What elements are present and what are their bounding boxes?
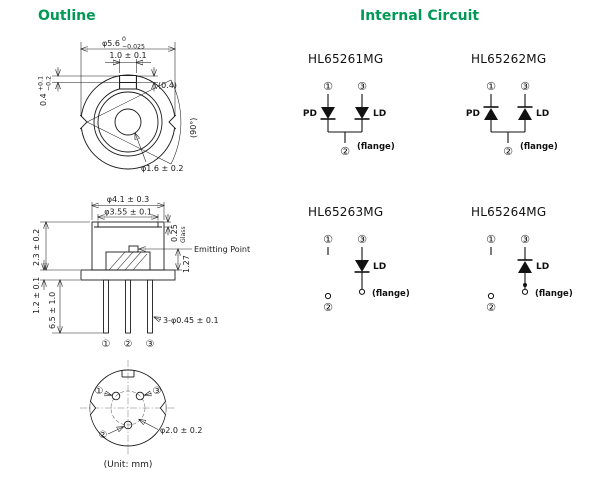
circuit-block-hl65261mg: HL65261MG ① ③ PD LD ② (flange) <box>300 52 460 169</box>
wires <box>490 94 526 143</box>
bottom-pin2-label: ② <box>99 430 108 441</box>
dim-flange-thickness: 1.2 ± 0.1 <box>32 277 41 314</box>
pin3-label: ③ <box>357 233 367 246</box>
pin2-label: ② <box>323 301 333 314</box>
wires <box>327 247 363 289</box>
ld-diode <box>354 260 370 273</box>
circuit-title: HL65264MG <box>471 205 547 219</box>
pin1-label: ① <box>486 80 496 93</box>
top-view <box>79 74 182 170</box>
bottom-view: ① ③ ② φ2.0 ± 0.2 <box>80 360 203 456</box>
flange-terminal <box>521 288 529 295</box>
side-pin1-label: ① <box>102 339 111 350</box>
circuit-block-hl65263mg: HL65263MG ① ③ LD (flange) ② <box>300 205 460 322</box>
dim-emit-height: 1.27 <box>182 255 191 273</box>
flange-label: (flange) <box>535 289 573 299</box>
ld-diode <box>354 107 370 120</box>
circuit-diagram-hl65263mg: ① ③ LD (flange) ② <box>323 233 410 314</box>
dim-pin-circle: φ2.0 ± 0.2 <box>160 426 203 435</box>
dim-lead-length: 6.5 ± 1.0 <box>48 292 57 329</box>
dim-body-dia: φ5.6 <box>102 39 120 48</box>
circuit-diagram-hl65264mg: ① ③ LD (flange) ② <box>486 233 573 314</box>
pd-diode <box>483 106 499 120</box>
dim-window-dia: φ3.55 ± 0.1 <box>104 208 152 217</box>
flange-label: (flange) <box>520 142 558 152</box>
ld-label: LD <box>373 109 386 119</box>
dim-tab-height: 0.4 +0.1 −0.2 <box>38 76 53 106</box>
circuit-title: HL65263MG <box>308 205 384 219</box>
wires <box>490 247 526 289</box>
dim-cap-height: 2.3 ± 0.2 <box>32 229 41 266</box>
dim-tab-width: 1.0 ± 0.1 <box>109 51 146 60</box>
pin2-terminal <box>324 292 332 300</box>
dim-body-dia-tol-up: 0 <box>122 36 126 43</box>
dim-lead-dia: 3-φ0.45 ± 0.1 <box>163 316 219 325</box>
outline-heading: Outline <box>38 8 96 24</box>
pin3-label: ③ <box>357 80 367 93</box>
ld-label: LD <box>373 262 386 272</box>
ld-label: LD <box>536 262 549 272</box>
ld-diode <box>517 106 533 120</box>
dim-tab-height-main: 0.4 <box>39 93 48 106</box>
bottom-pin3-label: ③ <box>153 386 162 397</box>
circuit-block-hl65264mg: HL65264MG ① ③ LD (flange) ② <box>463 205 605 322</box>
ld-label: LD <box>536 109 549 119</box>
side-pin2-label: ② <box>124 339 133 350</box>
pin2-label: ② <box>486 301 496 314</box>
pd-label: PD <box>303 109 317 119</box>
dim-tab-height-tol-up: +0.1 <box>38 76 45 91</box>
pin2-terminal <box>487 292 495 300</box>
outline-drawing: φ5.6 0 −0.025 1.0 ± 0.1 0.4 +0.1 −0.2 (0… <box>32 36 250 470</box>
dim-tab-height-tol-dn: −0.2 <box>46 76 53 91</box>
dim-center-dia: φ1.6 ± 0.2 <box>141 164 184 173</box>
dim-glass-thickness: 0.25 <box>170 224 179 242</box>
side-view-dimensions: φ4.1 ± 0.3 φ3.55 ± 0.1 0.25 Glass 2.3 ± … <box>32 195 250 333</box>
wires <box>327 94 363 143</box>
pin1-label: ① <box>323 80 333 93</box>
circuit-block-hl65262mg: HL65262MG ① ③ PD LD ② (flange) <box>463 52 605 169</box>
circuit-diagram-hl65262mg: ① ③ PD LD ② (flange) <box>466 80 558 158</box>
emitting-point-label: Emitting Point <box>194 245 250 254</box>
glass-label: Glass <box>180 226 187 243</box>
flange-label: (flange) <box>372 289 410 299</box>
circuit-diagram-hl65261mg: ① ③ PD LD ② (flange) <box>303 80 395 158</box>
dim-body-dia-tol-dn: −0.025 <box>122 44 145 51</box>
pd-label: PD <box>466 109 480 119</box>
flange-label: (flange) <box>357 142 395 152</box>
junction-dot <box>523 283 527 287</box>
circuit-title: HL65261MG <box>308 52 384 66</box>
side-pin3-label: ③ <box>146 339 155 350</box>
dim-angle-90: (90°) <box>189 118 198 138</box>
circuit-title: HL65262MG <box>471 52 547 66</box>
unit-note: (Unit: mm) <box>104 460 153 470</box>
pd-diode <box>320 107 336 120</box>
bottom-pin1-label: ① <box>95 386 104 397</box>
pin3-label: ③ <box>520 233 530 246</box>
pin1-label: ① <box>486 233 496 246</box>
dim-cap-dia: φ4.1 ± 0.3 <box>107 195 150 204</box>
ld-diode <box>517 259 533 273</box>
dim-ref-04: (0.4) <box>158 81 177 90</box>
internal-circuit-heading: Internal Circuit <box>360 8 480 24</box>
pin2-label: ② <box>503 145 513 158</box>
pin3-label: ③ <box>520 80 530 93</box>
top-view-dimensions: φ5.6 0 −0.025 1.0 ± 0.1 0.4 +0.1 −0.2 (0… <box>38 36 199 173</box>
pin2-label: ② <box>340 145 350 158</box>
side-view: ① ② ③ <box>80 221 176 350</box>
pin1-label: ① <box>323 233 333 246</box>
flange-terminal <box>358 288 366 295</box>
